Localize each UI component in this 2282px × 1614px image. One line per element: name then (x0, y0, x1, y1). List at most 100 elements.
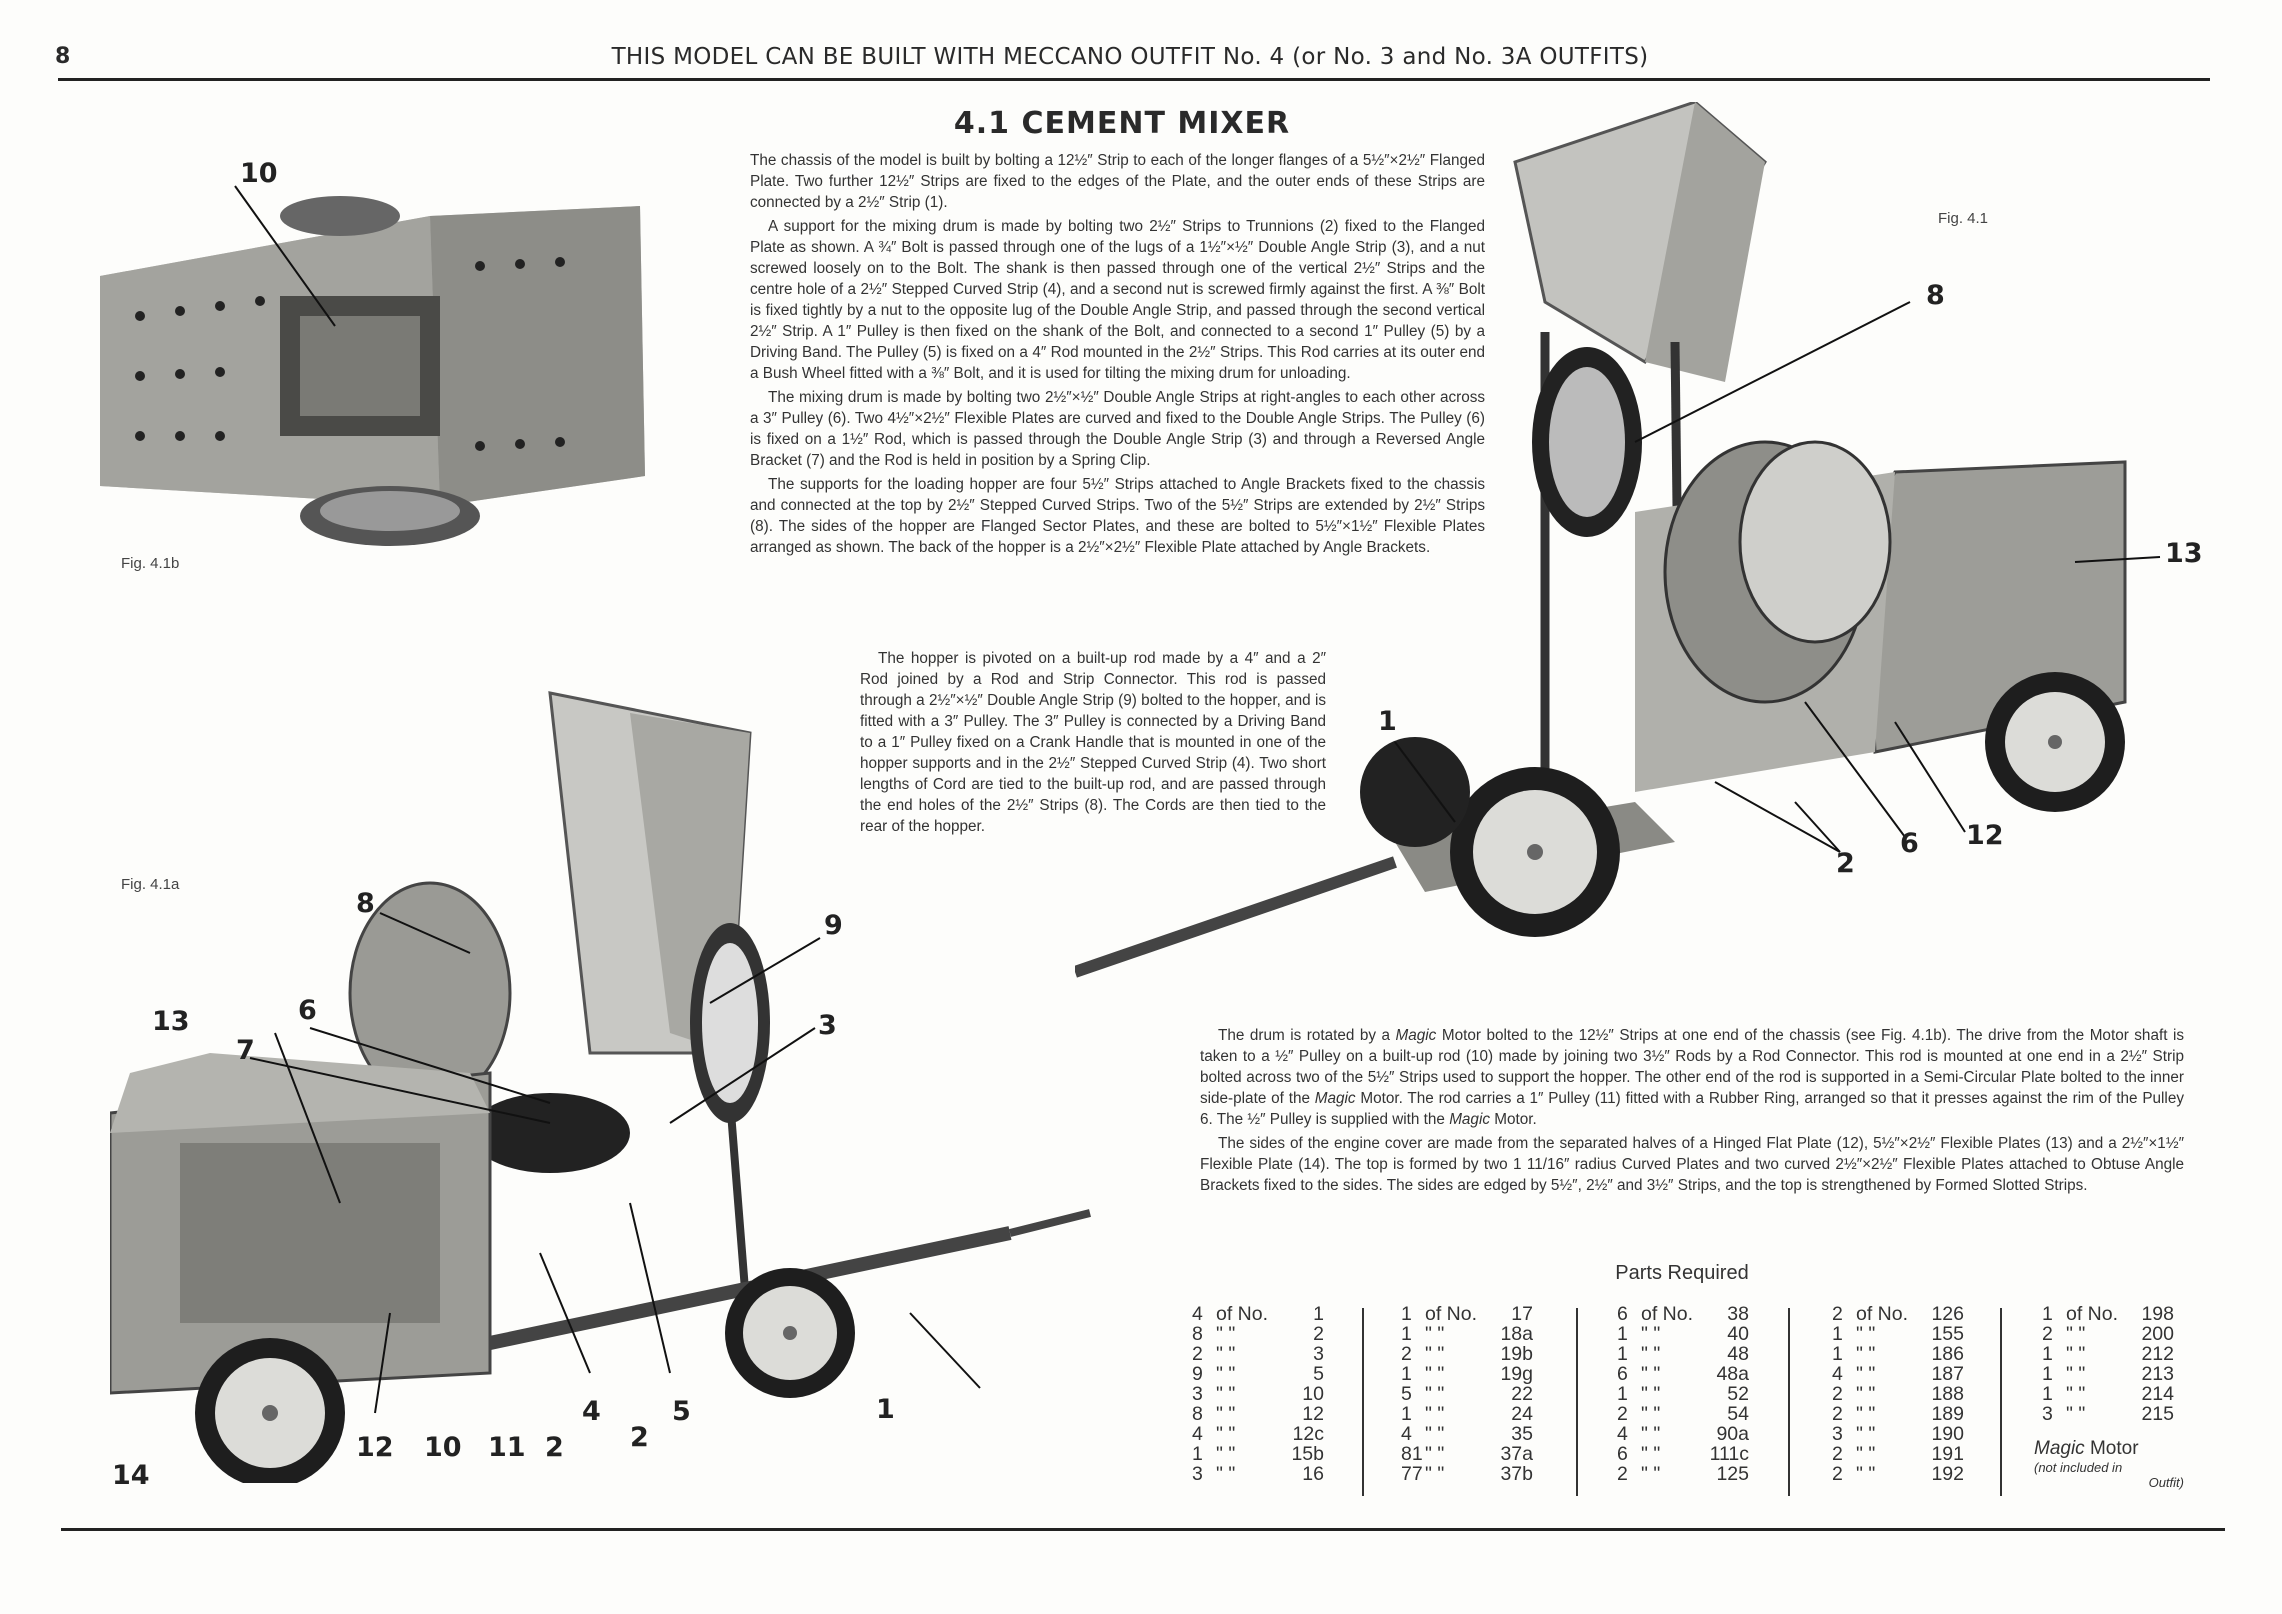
parts-row: 4" "35 (1401, 1424, 1533, 1444)
parts-row: 6" "111c (1617, 1444, 1749, 1464)
parts-row: 77" "37b (1401, 1464, 1533, 1484)
paragraph-hopper-supports: The supports for the loading hopper are … (750, 476, 1485, 556)
part-of-no: " " (1641, 1403, 1661, 1425)
part-number: 2 (1313, 1323, 1324, 1345)
part-number: 214 (2141, 1383, 2174, 1405)
part-quantity: 4 (1832, 1363, 1843, 1385)
part-number: 215 (2141, 1403, 2174, 1425)
part-of-no: " " (1425, 1323, 1445, 1345)
part-of-no: " " (1425, 1363, 1445, 1385)
callout-4: 4 (582, 1396, 601, 1427)
part-of-no: of No. (1641, 1303, 1694, 1325)
part-of-no: " " (2066, 1343, 2086, 1365)
callout-6: 6 (1900, 828, 1919, 859)
part-quantity: 1 (2042, 1303, 2053, 1325)
part-of-no: " " (1856, 1443, 1876, 1465)
callout-1: 1 (876, 1394, 895, 1425)
page-number: 8 (55, 44, 71, 69)
part-number: 40 (1727, 1323, 1749, 1345)
part-of-no: of No. (2066, 1303, 2119, 1325)
part-of-no: " " (1856, 1463, 1876, 1485)
part-of-no: " " (1856, 1363, 1876, 1385)
paragraph-mixing-drum: The mixing drum is made by bolting two 2… (750, 389, 1485, 469)
part-number: 22 (1511, 1383, 1533, 1405)
parts-row: 1" "214 (2042, 1384, 2174, 1404)
parts-row: 1" "48 (1617, 1344, 1749, 1364)
part-of-no: " " (1856, 1383, 1876, 1405)
part-number: 190 (1931, 1423, 1964, 1445)
column-divider (1362, 1308, 1364, 1496)
part-number: 200 (2141, 1323, 2174, 1345)
part-quantity: 6 (1617, 1303, 1628, 1325)
column-divider (1576, 1308, 1578, 1496)
part-of-no: " " (1641, 1383, 1661, 1405)
parts-row: 2" "3 (1192, 1344, 1324, 1364)
parts-row: 1" "186 (1832, 1344, 1964, 1364)
part-number: 52 (1727, 1383, 1749, 1405)
part-number: 35 (1511, 1423, 1533, 1445)
part-of-no: " " (1641, 1363, 1661, 1385)
parts-row: 8" "2 (1192, 1324, 1324, 1344)
part-number: 38 (1727, 1303, 1749, 1325)
callout-10: 10 (240, 158, 278, 189)
footer-rule (61, 1528, 2225, 1531)
callout-5: 5 (672, 1396, 691, 1427)
parts-row: 1" "19g (1401, 1364, 1533, 1384)
part-number: 17 (1511, 1303, 1533, 1325)
part-of-no: " " (1216, 1403, 1236, 1425)
part-number: 48 (1727, 1343, 1749, 1365)
figure-4-1-illustration (1075, 102, 2161, 978)
part-quantity: 1 (1617, 1323, 1628, 1345)
part-of-no: of No. (1216, 1303, 1269, 1325)
hopper-column: The hopper is pivoted on a built-up rod … (860, 648, 1326, 840)
parts-row: 2" "192 (1832, 1464, 1964, 1484)
part-quantity: 1 (1401, 1323, 1412, 1345)
part-of-no: " " (1425, 1403, 1445, 1425)
parts-row: 2" "200 (2042, 1324, 2174, 1344)
part-quantity: 3 (1192, 1383, 1203, 1405)
part-of-no: of No. (1425, 1303, 1478, 1325)
part-quantity: 1 (1832, 1343, 1843, 1365)
part-of-no: " " (1216, 1463, 1236, 1485)
part-number: 125 (1716, 1463, 1749, 1485)
parts-row: 1" "18a (1401, 1324, 1533, 1344)
parts-row: 1" "213 (2042, 1364, 2174, 1384)
part-number: 126 (1931, 1303, 1964, 1325)
part-of-no: " " (1856, 1323, 1876, 1345)
parts-row: 2" "189 (1832, 1404, 1964, 1424)
parts-row: 4" "90a (1617, 1424, 1749, 1444)
parts-row: 1" "212 (2042, 1344, 2174, 1364)
page-header: THIS MODEL CAN BE BUILT WITH MECCANO OUT… (611, 44, 1649, 70)
part-number: 54 (1727, 1403, 1749, 1425)
part-number: 191 (1931, 1443, 1964, 1465)
callout-9: 9 (824, 910, 843, 941)
paragraph-drum-support: A support for the mixing drum is made by… (750, 218, 1485, 382)
part-number: 155 (1931, 1323, 1964, 1345)
part-of-no: " " (1425, 1463, 1445, 1485)
parts-row: 1" "15b (1192, 1444, 1324, 1464)
parts-row: 3" "16 (1192, 1464, 1324, 1484)
parts-row: 3" "215 (2042, 1404, 2174, 1424)
part-of-no: " " (2066, 1383, 2086, 1405)
part-number: 111c (1709, 1443, 1749, 1465)
part-number: 15b (1291, 1443, 1324, 1465)
instructions-column: The chassis of the model is built by bol… (750, 150, 1485, 561)
parts-row: 5" "22 (1401, 1384, 1533, 1404)
part-number: 5 (1313, 1363, 1324, 1385)
figure-4-1b-label: Fig. 4.1b (121, 555, 180, 572)
part-quantity: 2 (1832, 1463, 1843, 1485)
callout-12: 12 (1966, 820, 2004, 851)
part-quantity: 2 (1617, 1463, 1628, 1485)
parts-row: 2" "19b (1401, 1344, 1533, 1364)
parts-row: 1" "40 (1617, 1324, 1749, 1344)
part-quantity: 5 (1401, 1383, 1412, 1405)
parts-row: 2" "191 (1832, 1444, 1964, 1464)
part-number: 188 (1931, 1383, 1964, 1405)
parts-row: 6" "48a (1617, 1364, 1749, 1384)
part-number: 187 (1931, 1363, 1964, 1385)
callout-1: 1 (1378, 706, 1397, 737)
